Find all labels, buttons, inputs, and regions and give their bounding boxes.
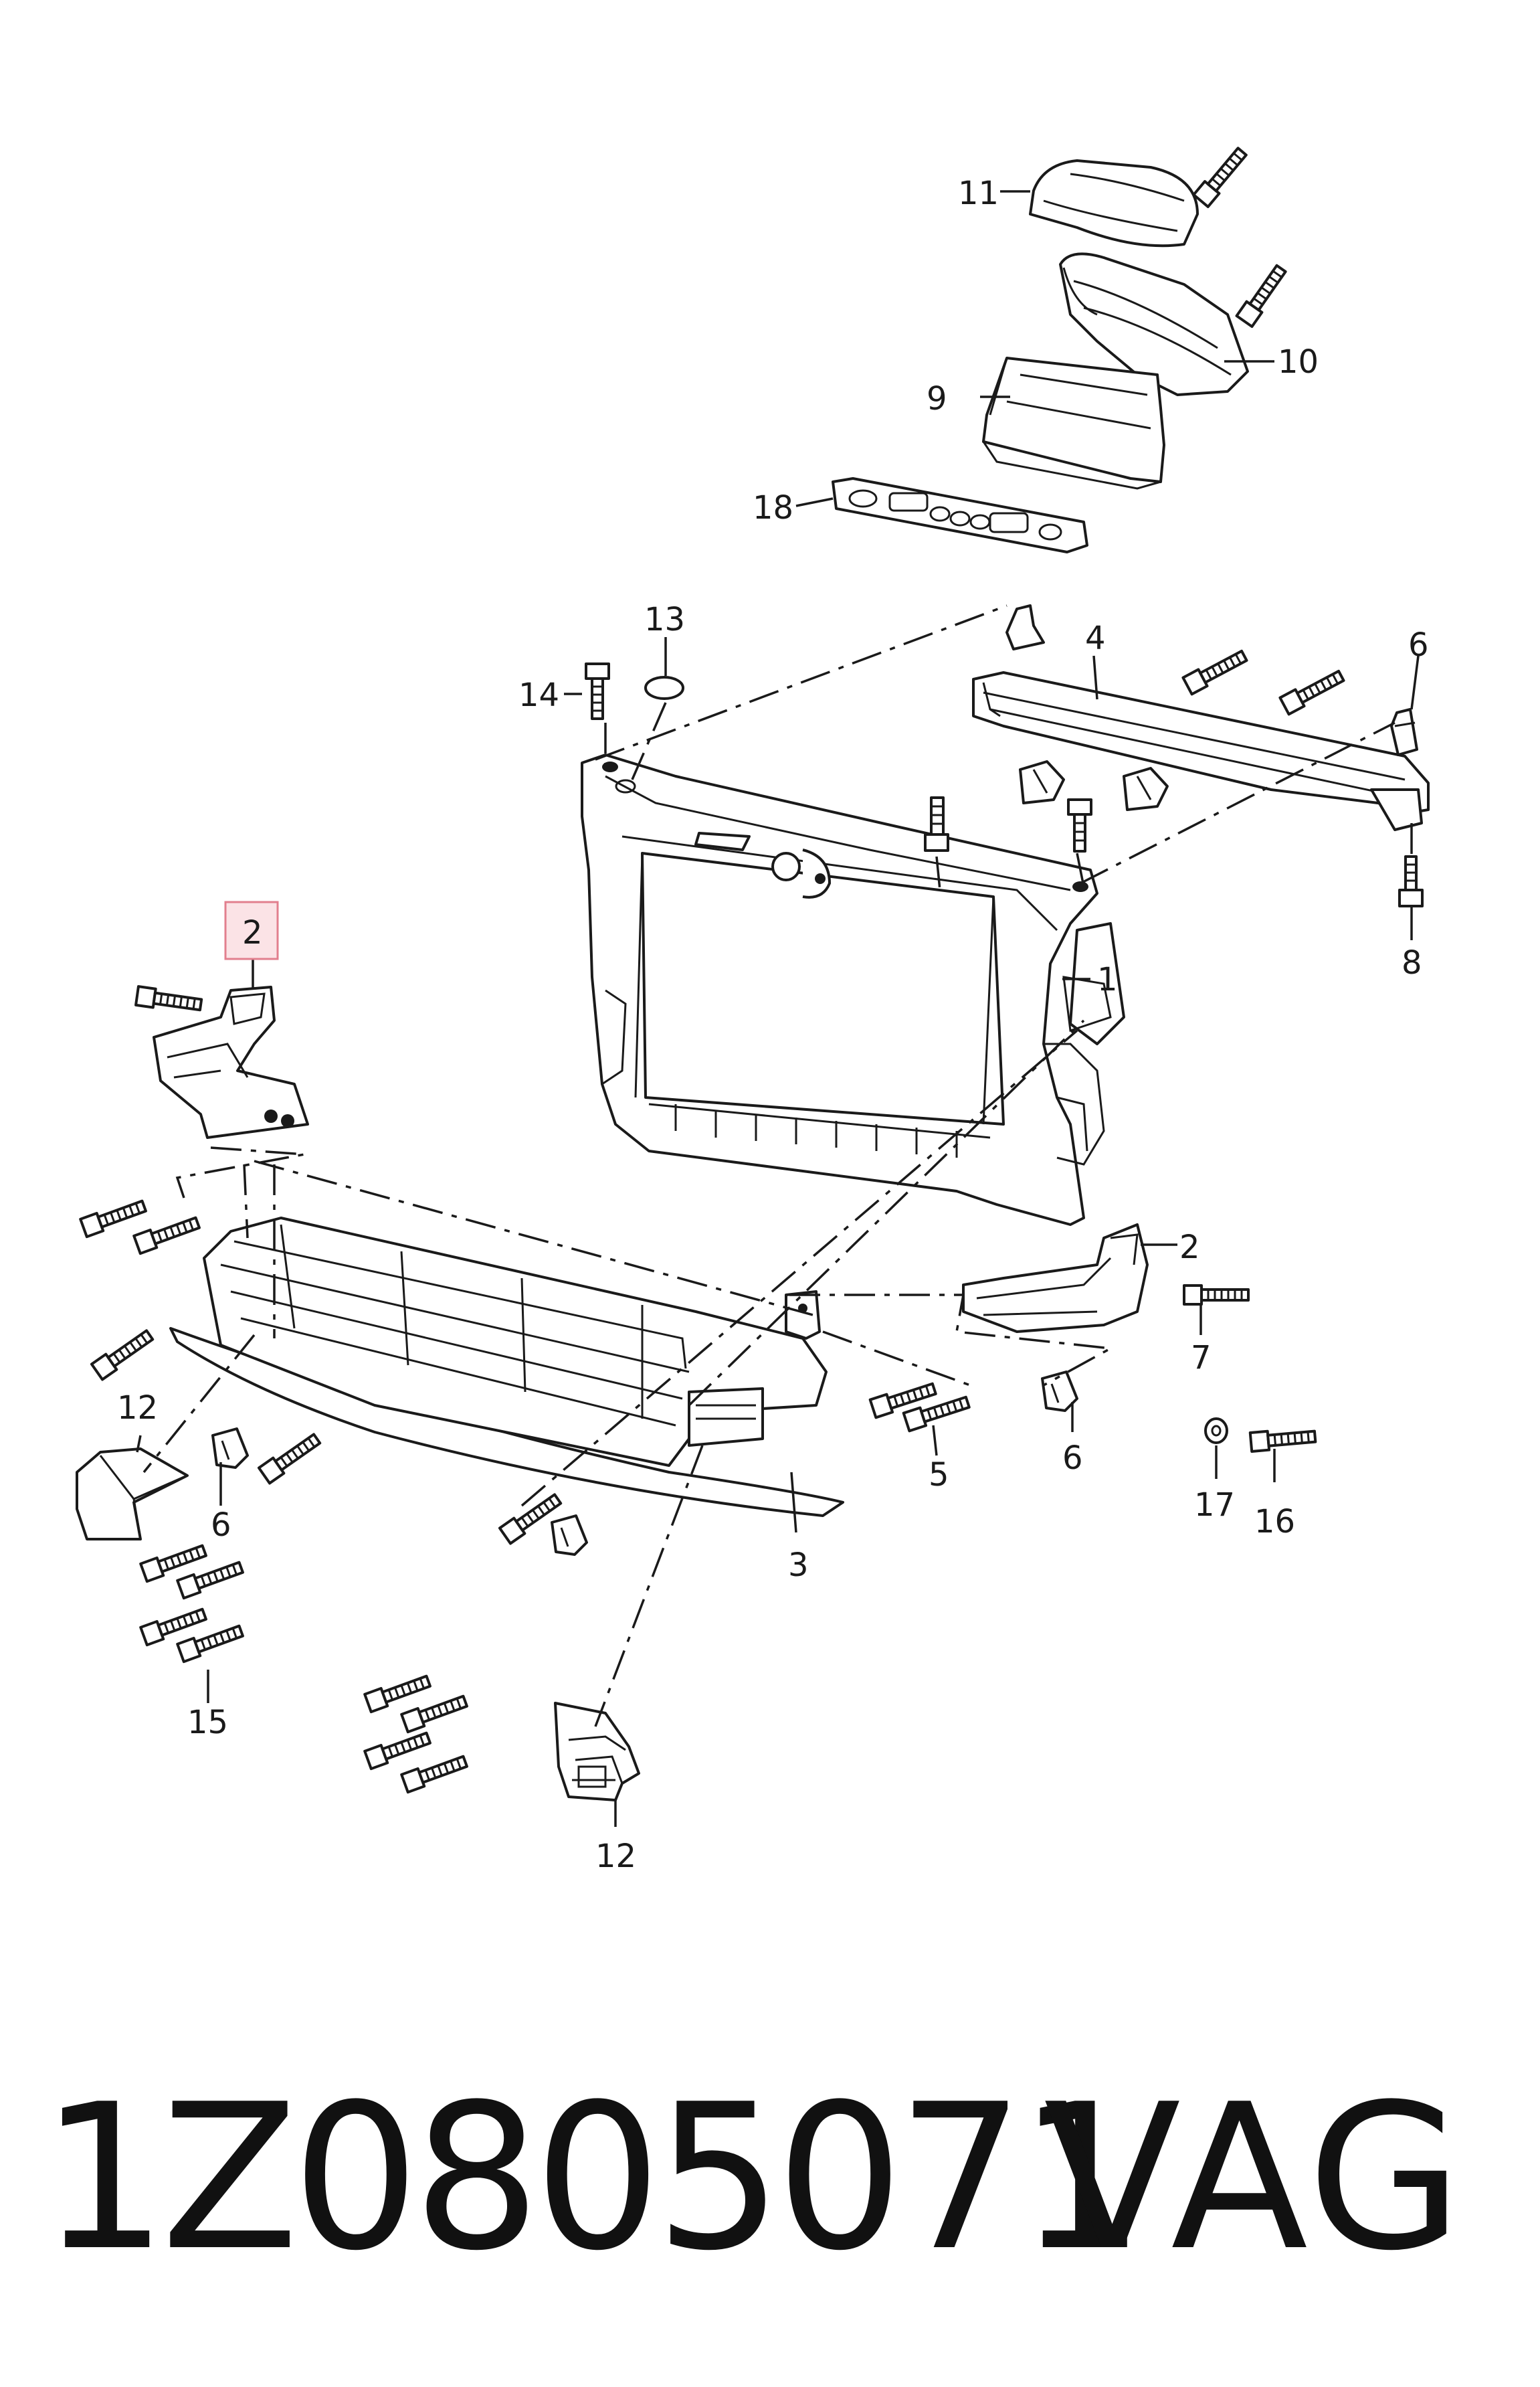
callout-6-right: 6 [1062,1439,1083,1477]
part-5-bolts [868,1379,972,1433]
callout-12-left: 12 [117,1389,158,1427]
part-2-bracket-right [962,1223,1149,1333]
part-12-guide-left [76,1447,189,1540]
bolts-lower-group [363,1671,470,1794]
callout-8: 8 [1402,944,1422,982]
part-8-bolt [1398,855,1424,907]
callout-1: 1 [1097,961,1118,998]
part-7-bolt [1183,1284,1250,1306]
bolt-under-cross-member [924,796,949,852]
leader-lines [136,190,1420,1827]
part-6-clip-left [211,1427,324,1485]
part-13-plug [644,676,684,700]
callout-10: 10 [1278,343,1319,381]
callout-labels: 11 10 9 18 13 4 6 14 2 1 8 2 7 12 6 5 6 … [117,175,1429,1875]
callout-12-bottom: 12 [595,1838,636,1875]
part-3-bumper-carrier [169,1217,844,1517]
callout-9: 9 [927,380,947,418]
clip-cross-member-mid-2 [1123,767,1169,811]
part-9-duct [982,357,1165,490]
clip-cross-member-mid-1 [1019,760,1065,804]
callout-15: 15 [187,1704,228,1741]
callout-18: 18 [753,489,793,527]
brand-name: VAG [1044,2061,1466,2295]
clip-center [551,1514,588,1556]
part-6-clip-top [1390,708,1418,756]
part-15-bolts [139,1540,246,1664]
callout-4: 4 [1085,620,1106,657]
callout-6-left: 6 [211,1506,231,1544]
part-12-guide-bottom [554,1702,640,1801]
callout-14: 14 [518,677,559,714]
clip-cross-member-left [1005,604,1045,650]
callout-16: 16 [1254,1503,1295,1540]
callout-7: 7 [1191,1339,1212,1377]
callout-2-right: 2 [1179,1229,1200,1266]
part-17-washer [1204,1417,1228,1444]
callout-17: 17 [1194,1486,1235,1524]
part-4-cross-member [972,671,1430,831]
highlight-box [224,901,279,960]
callout-13: 13 [644,601,685,638]
part-2-bracket-left [134,985,309,1139]
part-18-gasket [832,477,1088,553]
part-11-duct-cover [1029,144,1251,248]
bracket-clip-center [785,1290,821,1340]
callout-5: 5 [929,1456,949,1494]
part-1-lock-carrier [581,754,1125,1226]
bolt-to-lock-carrier [1067,798,1092,853]
part-number: 1Z0805071 [40,2061,1145,2295]
callout-3: 3 [788,1546,809,1584]
callout-11: 11 [958,175,999,212]
part-14-bolt [585,662,610,720]
part-16-bolt [1248,1425,1317,1453]
assembly-lines [142,604,1413,1727]
callout-2-highlight: 2 [242,914,263,952]
callout-6-top: 6 [1408,626,1429,664]
